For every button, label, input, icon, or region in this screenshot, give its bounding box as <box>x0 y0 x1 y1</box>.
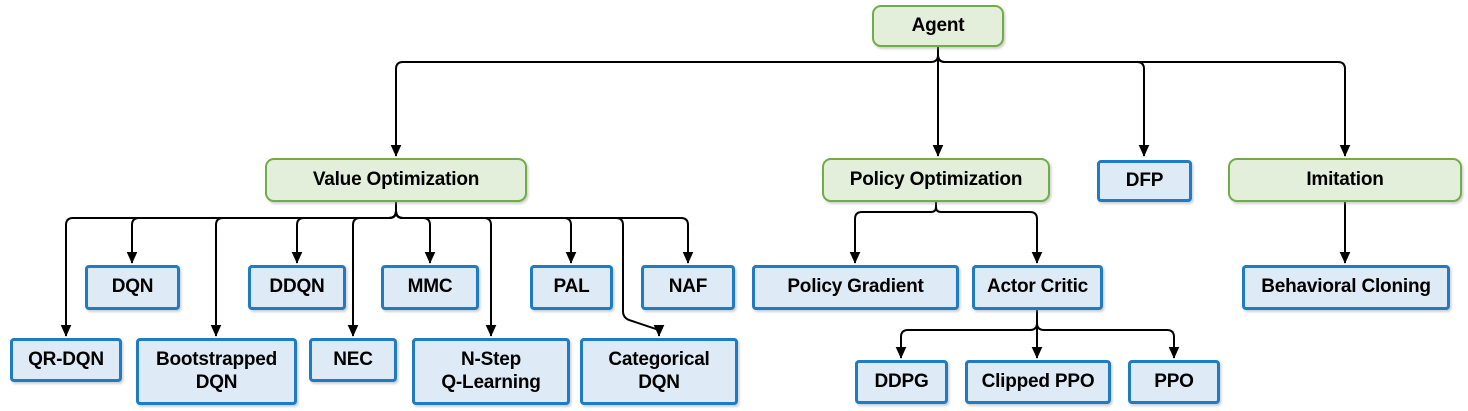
node-label: Agent <box>911 14 965 36</box>
node-nec[interactable]: NEC <box>309 338 397 382</box>
node-label: Value Optimization <box>312 168 480 190</box>
node-label: NAF <box>668 276 708 298</box>
node-label: MMC <box>407 276 453 298</box>
node-ddpg[interactable]: DDPG <box>855 360 948 404</box>
edge-agent-to-dfp <box>937 47 1150 157</box>
node-label: Policy Optimization <box>849 168 1023 190</box>
node-imitation[interactable]: Imitation <box>1228 158 1462 202</box>
node-ppo[interactable]: PPO <box>1128 360 1220 404</box>
edge-agent-to-value-optimization <box>390 47 939 157</box>
node-qr-dqn[interactable]: QR-DQN <box>10 338 122 382</box>
node-label: QR-DQN <box>28 348 104 370</box>
node-pal[interactable]: PAL <box>530 265 613 310</box>
node-label: DQN <box>111 276 154 298</box>
node-clipped-ppo[interactable]: Clipped PPO <box>965 360 1111 404</box>
node-categorical-dqn[interactable]: Categorical DQN <box>580 338 738 405</box>
node-naf[interactable]: NAF <box>641 265 735 310</box>
edge-value-optimization-to-mmc <box>395 202 436 264</box>
node-label: NEC <box>333 348 373 370</box>
node-label: N-Step Q-Learning <box>441 349 541 393</box>
node-agent[interactable]: Agent <box>872 5 1004 47</box>
node-mmc[interactable]: MMC <box>381 265 479 310</box>
node-policy-gradient[interactable]: Policy Gradient <box>752 265 959 310</box>
node-dfp[interactable]: DFP <box>1097 160 1192 202</box>
edge-value-optimization-to-naf <box>395 202 694 264</box>
node-label: PPO <box>1154 370 1194 392</box>
node-label: Clipped PPO <box>981 370 1095 392</box>
node-label: Bootstrapped DQN <box>155 349 278 393</box>
node-label: DDQN <box>269 276 325 298</box>
node-n-step-q-learning[interactable]: N-Step Q-Learning <box>412 338 570 405</box>
node-actor-critic[interactable]: Actor Critic <box>972 265 1103 310</box>
node-label: Imitation <box>1306 168 1384 190</box>
edge-agent-to-imitation <box>937 47 1351 157</box>
node-value-optimization[interactable]: Value Optimization <box>265 158 527 202</box>
node-dqn[interactable]: DQN <box>85 265 180 310</box>
node-behavioral-cloning[interactable]: Behavioral Cloning <box>1242 265 1450 310</box>
node-ddqn[interactable]: DDQN <box>248 265 346 310</box>
node-label: Categorical DQN <box>608 349 710 393</box>
edge-value-optimization-to-ddqn <box>291 202 397 264</box>
node-label: Behavioral Cloning <box>1261 276 1431 298</box>
edge-actor-critic-to-ppo <box>1036 310 1180 359</box>
node-label: DDPG <box>874 370 929 392</box>
edge-policy-optimization-to-policy-gradient <box>849 202 937 264</box>
edge-value-optimization-to-dqn <box>126 202 397 264</box>
node-policy-optimization[interactable]: Policy Optimization <box>822 158 1050 202</box>
edge-paths <box>60 47 1351 359</box>
edge-policy-optimization-to-actor-critic <box>935 202 1043 264</box>
edge-actor-critic-to-ddpg <box>895 310 1038 359</box>
edge-value-optimization-to-pal <box>395 202 577 264</box>
node-bootstrapped-dqn[interactable]: Bootstrapped DQN <box>136 338 297 405</box>
node-label: PAL <box>553 276 590 298</box>
node-label: Policy Gradient <box>787 276 924 298</box>
node-label: Actor Critic <box>986 276 1089 298</box>
node-label: DFP <box>1125 169 1164 191</box>
